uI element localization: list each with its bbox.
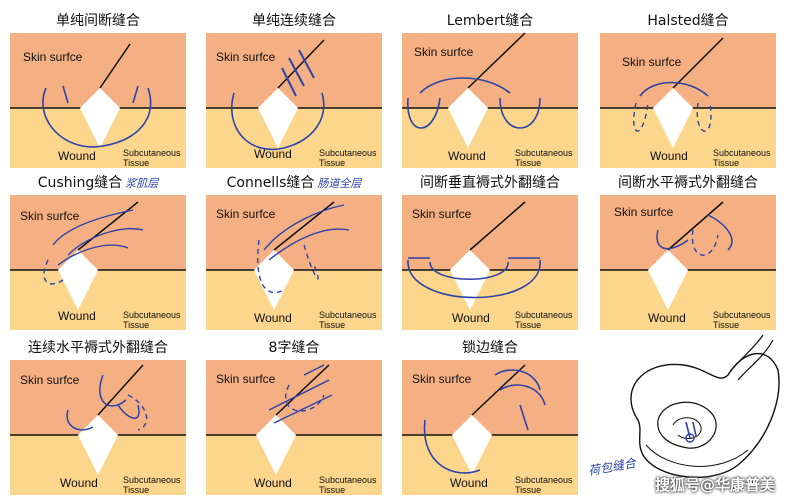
panel-title: Cushing缝合浆肌层 [37, 175, 159, 191]
svg-text:Tissue: Tissue [319, 485, 345, 495]
panel-title: 连续水平褥式外翻缝合 [28, 340, 168, 356]
svg-text:Wound: Wound [58, 309, 96, 323]
panel-locking: 锁边缝合 Skin surfce Wound Subcutaneous Tiss… [400, 335, 580, 495]
panel-title: 间断垂直褥式外翻缝合 [420, 175, 560, 191]
panel-continuous-horizontal-mattress: 连续水平褥式外翻缝合 Skin surfce Wound Subcutaneou… [8, 335, 188, 495]
svg-text:Tissue: Tissue [713, 158, 739, 168]
svg-text:Subcutaneous: Subcutaneous [515, 475, 573, 485]
wound-label: Wound [58, 149, 96, 163]
svg-text:Tissue: Tissue [515, 320, 541, 330]
svg-text:Skin surfce: Skin surfce [412, 207, 472, 221]
suture-diagram: Skin surfce Wound Subcutaneous Tissue [600, 33, 776, 168]
suture-diagram: Skin surfce Wound Subcutaneous Tissue [402, 195, 578, 330]
panel-cushing: Cushing缝合浆肌层 Skin surfce Wound Subcutane… [8, 170, 188, 330]
svg-text:Tissue: Tissue [713, 320, 739, 330]
svg-text:Skin surfce: Skin surfce [216, 50, 276, 64]
svg-text:Skin surfce: Skin surfce [20, 209, 80, 223]
svg-text:Subcutaneous: Subcutaneous [515, 148, 573, 158]
purse-string-sketch [630, 334, 780, 478]
svg-text:Skin surfce: Skin surfce [414, 45, 474, 59]
panel-vertical-mattress: 间断垂直褥式外翻缝合 Skin surfce Wound Subcutaneou… [400, 170, 580, 330]
svg-text:Wound: Wound [448, 149, 486, 163]
svg-text:Subcutaneous: Subcutaneous [319, 148, 377, 158]
svg-text:Skin surfce: Skin surfce [216, 372, 276, 386]
suture-diagram: Skin surfce Wound Subcutaneous Tissue [206, 195, 382, 330]
svg-text:Tissue: Tissue [319, 158, 345, 168]
panel-title: 单纯间断缝合 [56, 13, 140, 29]
svg-text:Tissue: Tissue [123, 320, 149, 330]
svg-text:Wound: Wound [254, 476, 292, 490]
svg-text:Tissue: Tissue [123, 485, 149, 495]
svg-text:Subcutaneous: Subcutaneous [319, 475, 377, 485]
svg-text:Skin surfce: Skin surfce [614, 205, 674, 219]
svg-text:Wound: Wound [450, 476, 488, 490]
panel-title: Halsted缝合 [647, 13, 729, 29]
suture-diagram: Skin surfce Wound Subcutaneous Tissue [10, 33, 186, 168]
svg-text:Wound: Wound [648, 311, 686, 325]
panel-simple-continuous: 单纯连续缝合 Skin surfce Wound Subcutaneous Ti… [204, 8, 384, 168]
panel-connells: Connells缝合肠道全层 Skin surfce Wound Subcuta… [204, 170, 384, 330]
svg-text:Tissue: Tissue [319, 320, 345, 330]
panel-horizontal-mattress: 间断水平褥式外翻缝合 Skin surfce Wound Subcutaneou… [598, 170, 778, 330]
panel-title: Lembert缝合 [446, 13, 534, 29]
svg-text:Tissue: Tissue [123, 158, 149, 168]
svg-text:Skin surfce: Skin surfce [20, 373, 80, 387]
suture-diagram: Skin surfce Wound Subcutaneous Tissue [402, 360, 578, 495]
suture-diagram: Skin surfce Wound Subcutaneous Tissue [206, 360, 382, 495]
panel-title: 间断水平褥式外翻缝合 [618, 175, 758, 191]
svg-text:Wound: Wound [650, 149, 688, 163]
svg-text:Subcutaneous: Subcutaneous [713, 148, 771, 158]
watermark: 搜狐号@华康普美 [655, 476, 776, 494]
suture-diagram: Skin surfce Wound Subcutaneous Tissue [600, 195, 776, 330]
svg-text:Skin surfce: Skin surfce [412, 372, 472, 386]
panel-simple-interrupted: 单纯间断缝合 Skin surfce Wound Subcutaneous Ti… [8, 8, 188, 168]
suture-diagram: Skin surfce Wound Subcutaneous Tissue [10, 195, 186, 330]
svg-text:Tissue: Tissue [515, 485, 541, 495]
svg-text:Tissue: Tissue [515, 158, 541, 168]
svg-text:Subcutaneous: Subcutaneous [123, 148, 181, 158]
svg-text:Wound: Wound [60, 476, 98, 490]
suture-diagram: Skin surfce Wound Subcutaneous Tissue [206, 33, 382, 168]
panel-title: 锁边缝合 [462, 340, 518, 356]
svg-text:Wound: Wound [254, 311, 292, 325]
svg-text:Wound: Wound [254, 147, 292, 161]
svg-text:Subcutaneous: Subcutaneous [515, 310, 573, 320]
purse-string-illustration [598, 330, 793, 500]
panel-halsted: Halsted缝合 Skin surfce Wound Subcutaneous… [598, 8, 778, 168]
panel-title: 8字缝合 [268, 340, 320, 356]
panel-title: Connells缝合肠道全层 [226, 175, 362, 191]
panel-title: 单纯连续缝合 [252, 13, 336, 29]
svg-text:Skin surfce: Skin surfce [622, 55, 682, 69]
svg-text:Subcutaneous: Subcutaneous [319, 310, 377, 320]
svg-text:Subcutaneous: Subcutaneous [123, 310, 181, 320]
skin-label: Skin surfce [23, 50, 83, 64]
panel-figure-eight: 8字缝合 Skin surfce Wound Subcutaneous Tiss… [204, 335, 384, 495]
svg-text:Subcutaneous: Subcutaneous [713, 310, 771, 320]
svg-text:Skin surfce: Skin surfce [216, 207, 276, 221]
svg-text:Subcutaneous: Subcutaneous [123, 475, 181, 485]
suture-diagram: Skin surfce Wound Subcutaneous Tissue [402, 32, 578, 168]
svg-text:Wound: Wound [452, 311, 490, 325]
panel-lembert: Lembert缝合 Skin surfce Wound Subcutaneous… [400, 8, 580, 168]
suture-diagram: Skin surfce Wound Subcutaneous Tissue [10, 360, 186, 495]
